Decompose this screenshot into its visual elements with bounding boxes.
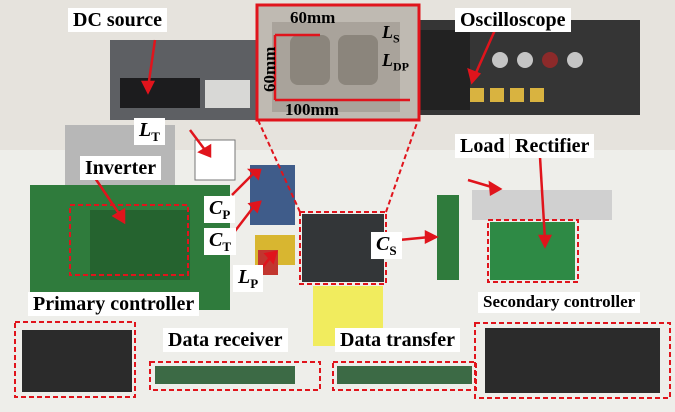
dc-source-device — [110, 40, 260, 120]
inverter-label: Inverter — [80, 156, 162, 180]
data-transfer-label: Data transfer — [335, 328, 460, 352]
cp-symbol-label: CP — [204, 196, 236, 224]
lt-symbol-label: LT — [134, 118, 165, 146]
cs-symbol-label: CS — [371, 232, 402, 260]
inset-height-left-label: 60mm — [260, 46, 279, 92]
load-label: Load — [455, 134, 510, 158]
rectifier-label: Rectifier — [510, 134, 595, 158]
oscilloscope-device — [400, 20, 640, 115]
primary-controller-label: Primary controller — [28, 292, 200, 316]
dc-source-label: DC source — [68, 8, 168, 32]
ls-symbol-label: LS — [382, 22, 400, 46]
lp-symbol-label: LP — [233, 265, 264, 293]
inset-width-top-label: 60mm — [290, 8, 336, 27]
secondary-controller-label: Secondary controller — [478, 292, 641, 313]
data-receiver-label: Data receiver — [163, 328, 288, 352]
ct-symbol-label: CT — [204, 228, 237, 256]
annotation-arrows — [93, 29, 553, 269]
oscilloscope-label: Oscilloscope — [455, 8, 571, 32]
ldp-symbol-label: LDP — [382, 50, 409, 74]
inset-width-bottom-label: 100mm — [285, 100, 339, 119]
